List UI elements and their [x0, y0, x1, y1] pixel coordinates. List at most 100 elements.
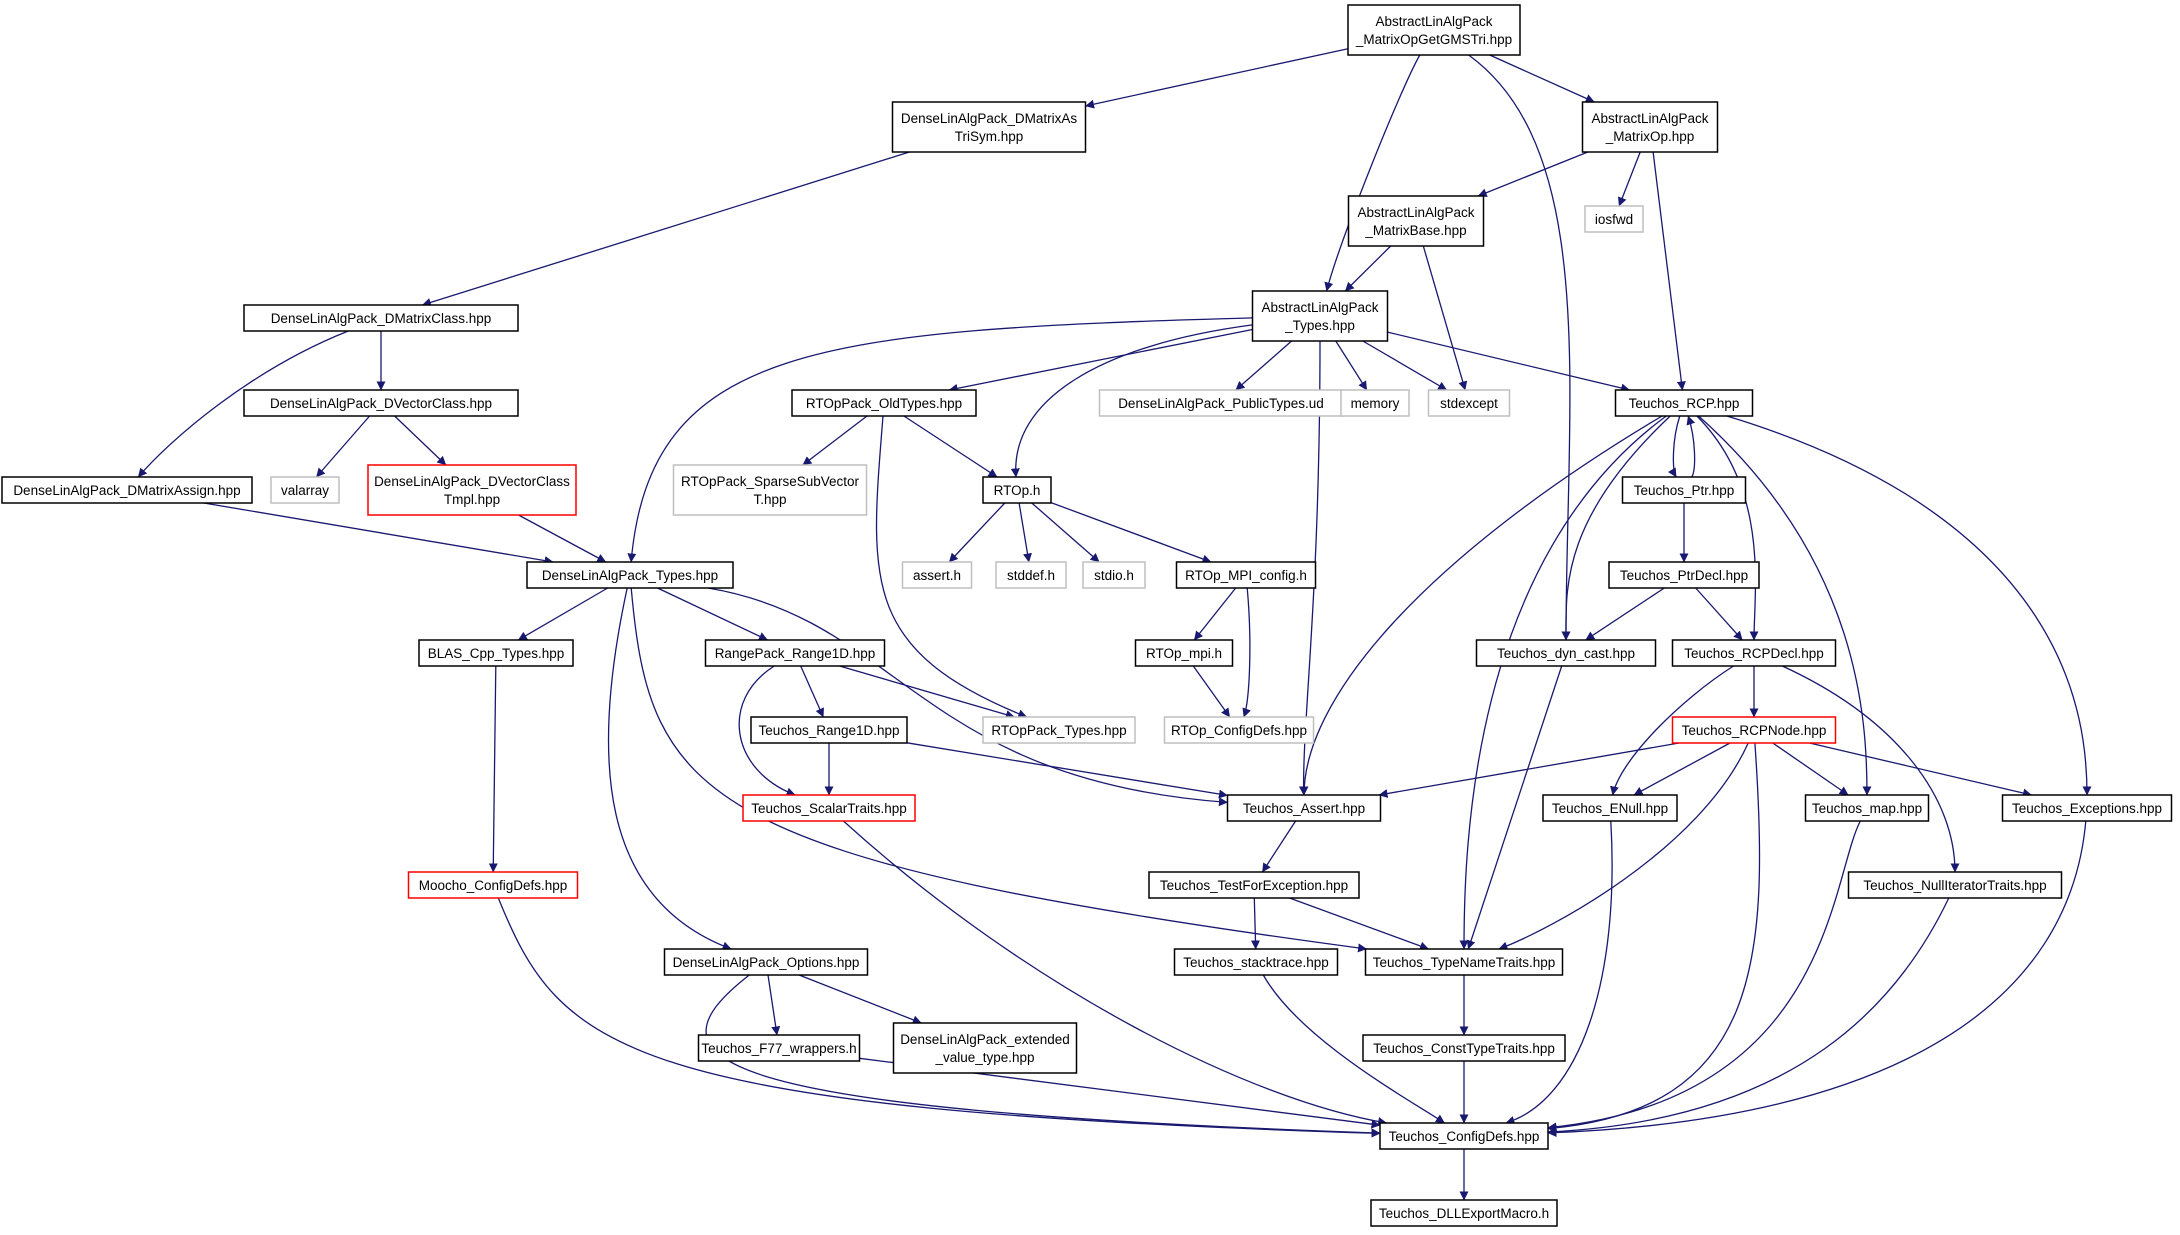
node-box — [1671, 639, 1837, 667]
node-label: memory — [1351, 396, 1400, 411]
edge-rangepack-to-teuchos_scalartraits — [738, 665, 796, 797]
node-alap_types[interactable]: AbstractLinAlgPack_Types.hpp — [1251, 290, 1389, 342]
edge-teuchos_dyn_cast-to-teuchos_typenametraits — [1466, 665, 1563, 950]
node-memory: memory — [1340, 389, 1410, 417]
node-label: Teuchos_ScalarTraits.hpp — [751, 801, 907, 816]
node-teuchos_exceptions[interactable]: Teuchos_Exceptions.hpp — [2001, 794, 2173, 822]
node-label: Teuchos_ENull.hpp — [1552, 801, 1668, 816]
node-label: Teuchos_ConstTypeTraits.hpp — [1373, 1041, 1555, 1056]
node-teuchos_ptrdecl[interactable]: Teuchos_PtrDecl.hpp — [1608, 561, 1760, 589]
node-alap_matrixbase[interactable]: AbstractLinAlgPack_MatrixBase.hpp — [1347, 195, 1485, 247]
node-teuchos_configdefs[interactable]: Teuchos_ConfigDefs.hpp — [1379, 1122, 1549, 1150]
node-teuchos_stacktrace[interactable]: Teuchos_stacktrace.hpp — [1173, 948, 1339, 976]
node-label: AbstractLinAlgPack — [1375, 14, 1492, 29]
node-label: DenseLinAlgPack_extended — [900, 1032, 1070, 1047]
node-dmatrixassign[interactable]: DenseLinAlgPack_DMatrixAssign.hpp — [1, 476, 253, 504]
node-dvectorclass[interactable]: DenseLinAlgPack_DVectorClass.hpp — [243, 389, 519, 417]
node-rangepack[interactable]: RangePack_Range1D.hpp — [704, 639, 886, 667]
node-box — [982, 716, 1136, 744]
node-box — [697, 1034, 861, 1062]
node-rtop_mpi_h[interactable]: RTOp_mpi.h — [1134, 639, 1234, 667]
node-teuchos_rcpnode[interactable]: Teuchos_RCPNode.hpp — [1671, 716, 1837, 744]
node-teuchos_typenametraits[interactable]: Teuchos_TypeNameTraits.hpp — [1364, 948, 1564, 976]
edge-dlap_types-to-rangepack — [657, 587, 768, 641]
edge-alap_matrixbase-to-alap_types — [1344, 245, 1392, 292]
edge-alap_types-to-rtoppack_oldtypes — [948, 328, 1253, 393]
node-box — [1370, 1199, 1558, 1227]
edge-dlap_types-to-teuchos_assert — [707, 587, 1228, 807]
node-label: Teuchos_RCPNode.hpp — [1682, 723, 1827, 738]
node-teuchos_assert[interactable]: Teuchos_Assert.hpp — [1226, 794, 1382, 822]
node-label: Moocho_ConfigDefs.hpp — [419, 878, 568, 893]
node-extended_value_type[interactable]: DenseLinAlgPack_extended_value_type.hpp — [892, 1022, 1078, 1074]
edge-alap_types-to-publictypes — [1235, 340, 1293, 391]
edge-teuchos_assert-to-teuchos_testforexception — [1261, 820, 1297, 873]
node-label: assert.h — [913, 568, 961, 583]
node-teuchos_ptr[interactable]: Teuchos_Ptr.hpp — [1621, 476, 1747, 504]
node-label: Teuchos_PtrDecl.hpp — [1620, 568, 1748, 583]
node-box — [1251, 290, 1389, 342]
edge-teuchos_range1d-to-teuchos_assert — [906, 742, 1228, 799]
node-box — [1340, 389, 1410, 417]
node-label: RTOp_MPI_config.h — [1185, 568, 1307, 583]
node-teuchos_rcpdecl[interactable]: Teuchos_RCPDecl.hpp — [1671, 639, 1837, 667]
node-box — [270, 476, 340, 504]
node-rtoppack_oldtypes[interactable]: RTOpPack_OldTypes.hpp — [791, 389, 977, 417]
edge-rtop_h-to-stddef_h — [1018, 502, 1032, 563]
node-teuchos_dyn_cast[interactable]: Teuchos_dyn_cast.hpp — [1475, 639, 1657, 667]
edge-alap_types-to-memory — [1335, 340, 1368, 391]
node-label: BLAS_Cpp_Types.hpp — [428, 646, 565, 661]
edge-dlap_options-to-extended_value_type — [798, 974, 922, 1025]
node-dmatrixclass[interactable]: DenseLinAlgPack_DMatrixClass.hpp — [243, 304, 519, 332]
edge-teuchos_enull-to-teuchos_configdefs — [1505, 820, 1613, 1125]
node-teuchos_range1d[interactable]: Teuchos_Range1D.hpp — [750, 716, 908, 744]
node-label: DenseLinAlgPack_DMatrixClass.hpp — [271, 311, 492, 326]
node-teuchos_enull[interactable]: Teuchos_ENull.hpp — [1542, 794, 1678, 822]
node-box — [526, 561, 734, 589]
edge-teuchos_rcpnode-to-teuchos_typenametraits — [1498, 742, 1749, 951]
node-label: Teuchos_TestForException.hpp — [1160, 878, 1348, 893]
node-box — [1427, 389, 1511, 417]
node-teuchos_f77[interactable]: Teuchos_F77_wrappers.h — [697, 1034, 861, 1062]
node-label: iosfwd — [1595, 212, 1633, 227]
node-moocho_configdefs[interactable]: Moocho_ConfigDefs.hpp — [407, 871, 579, 899]
node-blas_cpp_types[interactable]: BLAS_Cpp_Types.hpp — [418, 639, 574, 667]
node-teuchos_map[interactable]: Teuchos_map.hpp — [1804, 794, 1930, 822]
node-teuchos_rcp[interactable]: Teuchos_RCP.hpp — [1614, 389, 1754, 417]
node-label: stdio.h — [1094, 568, 1134, 583]
node-rtop_h[interactable]: RTOp.h — [982, 476, 1052, 504]
edge-dlap_types-to-dlap_options — [607, 587, 732, 951]
node-teuchos_scalartraits[interactable]: Teuchos_ScalarTraits.hpp — [742, 794, 916, 822]
node-teuchos_dllexportmacro[interactable]: Teuchos_DLLExportMacro.h — [1370, 1199, 1558, 1227]
node-box — [1163, 716, 1315, 744]
node-root[interactable]: AbstractLinAlgPack_MatrixOpGetGMSTri.hpp — [1347, 4, 1521, 56]
node-stdexcept: stdexcept — [1427, 389, 1511, 417]
node-assert_h: assert.h — [901, 561, 973, 589]
node-box — [1847, 871, 2063, 899]
node-rtop_mpi_config[interactable]: RTOp_MPI_config.h — [1175, 561, 1317, 589]
edge-dvectorclass-to-valarray — [315, 415, 371, 478]
edge-rtop_h-to-rtop_mpi_config — [1050, 501, 1212, 564]
node-teuchos_testforexception[interactable]: Teuchos_TestForException.hpp — [1148, 871, 1360, 899]
node-box — [1148, 871, 1360, 899]
node-box — [1, 476, 253, 504]
node-dlap_types[interactable]: DenseLinAlgPack_Types.hpp — [526, 561, 734, 589]
node-teuchos_nulliteratortraits[interactable]: Teuchos_NullIteratorTraits.hpp — [1847, 871, 2063, 899]
node-label: DenseLinAlgPack_DMatrixAssign.hpp — [13, 483, 240, 498]
edge-teuchos_rcp-to-teuchos_exceptions — [1726, 415, 2092, 796]
node-label: Tmpl.hpp — [444, 492, 500, 507]
node-label: Teuchos_RCPDecl.hpp — [1684, 646, 1824, 661]
node-label: RTOpPack_SparseSubVector — [681, 474, 860, 489]
node-box — [1226, 794, 1382, 822]
node-box — [1608, 561, 1760, 589]
edge-teuchos_rcpdecl-to-teuchos_enull — [1610, 665, 1734, 796]
node-dlap_options[interactable]: DenseLinAlgPack_Options.hpp — [663, 948, 869, 976]
node-alap_matrixop[interactable]: AbstractLinAlgPack_MatrixOp.hpp — [1581, 101, 1719, 153]
edge-teuchos_rcp-to-teuchos_dyn_cast — [1561, 415, 1671, 641]
node-label: RangePack_Range1D.hpp — [715, 646, 876, 661]
node-label: Teuchos_F77_wrappers.h — [701, 1041, 856, 1056]
node-teuchos_consttypetraits[interactable]: Teuchos_ConstTypeTraits.hpp — [1362, 1034, 1566, 1062]
